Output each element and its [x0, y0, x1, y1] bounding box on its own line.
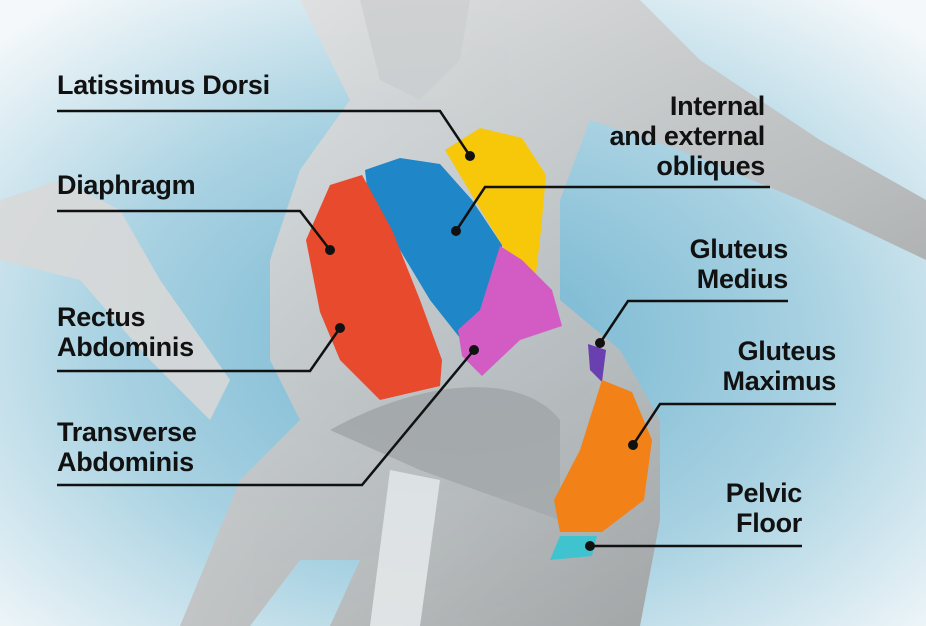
label-line: Diaphragm — [57, 170, 196, 200]
label-latissimus-dorsi: Latissimus Dorsi — [57, 70, 270, 100]
rectus-abdominis-muscle — [306, 175, 442, 400]
leader-gluteus-maximus — [631, 402, 836, 446]
label-transverse-abdominis: Transverse Abdominis — [57, 417, 197, 477]
latissimus-dorsi-muscle — [445, 128, 546, 282]
label-line: Pelvic — [725, 478, 803, 508]
leader-diaphragm — [57, 209, 331, 251]
label-line: Gluteus — [689, 234, 789, 264]
label-rectus-abdominis: Rectus Abdominis — [57, 302, 194, 362]
label-line: Maximus — [722, 366, 837, 396]
label-line: obliques — [656, 151, 765, 181]
label-line: Transverse — [57, 417, 197, 447]
gluteus-maximus-muscle — [554, 380, 652, 532]
label-line: Abdominis — [57, 332, 194, 362]
label-line: Abdominis — [57, 447, 194, 477]
label-line: and external — [609, 121, 766, 151]
label-line: Floor — [736, 508, 802, 538]
label-obliques: Internal and external obliques — [609, 91, 766, 181]
transverse-abdominis-muscle — [458, 246, 562, 376]
label-gluteus-medius: Gluteus Medius — [689, 234, 789, 294]
leader-rectus-abdominis — [57, 327, 342, 373]
leader-obliques — [454, 185, 770, 232]
gluteus-medius-muscle — [588, 344, 606, 382]
label-gluteus-maximus: Gluteus Maximus — [722, 336, 837, 396]
diaphragm-muscle — [365, 158, 502, 338]
leader-lines — [57, 109, 836, 548]
leader-transverse-abdominis — [57, 349, 475, 487]
label-line: Internal — [669, 91, 765, 121]
leader-gluteus-medius — [598, 299, 788, 344]
label-line: Rectus — [57, 302, 146, 332]
label-pelvic-floor: Pelvic Floor — [725, 478, 803, 538]
label-diaphragm: Diaphragm — [57, 170, 196, 200]
pelvic-floor-muscle — [550, 536, 597, 560]
leader-dots — [325, 151, 638, 551]
label-line: Medius — [696, 264, 789, 294]
leader-latissimus-dorsi — [57, 109, 472, 157]
label-line: Gluteus — [737, 336, 837, 366]
label-line: Latissimus Dorsi — [57, 70, 270, 100]
